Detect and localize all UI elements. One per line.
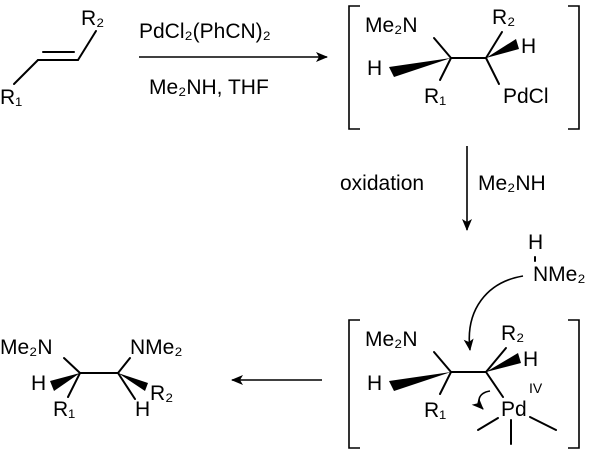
intermediate-1-wedge-bond xyxy=(486,39,519,58)
intermediate-1-metal: PdCl xyxy=(503,85,549,108)
product-amine-left: Me₂N xyxy=(0,336,53,359)
oxidation-label: oxidation xyxy=(340,172,424,195)
product-hash-bond-right xyxy=(118,373,148,391)
product-r2: R₂ xyxy=(150,382,173,405)
product-r1: R₁ xyxy=(53,398,75,421)
attack-curved-arrow xyxy=(463,275,524,351)
alkene-structure: R₂ R₁ xyxy=(0,7,104,109)
intermediate-1-amine: Me₂N xyxy=(365,14,418,37)
oxidation-arrow: oxidation Me₂NH xyxy=(340,146,546,231)
intermediate-2-structure: Me₂N R₂ H H R₁ Pd IV xyxy=(365,322,557,445)
product-h-right: H xyxy=(135,398,150,421)
oxidation-state-label: IV xyxy=(529,380,543,396)
product-structure: Me₂N NMe₂ H R₁ R₂ H xyxy=(0,336,183,421)
intermediate-2-h-right: H xyxy=(523,348,538,371)
intermediate-2-metal: Pd xyxy=(501,398,527,421)
intermediate-1-h-left: H xyxy=(367,57,382,80)
intermediate-2-hash-bond xyxy=(389,372,451,391)
intermediate-1-bracket xyxy=(348,5,580,130)
elimination-curved-arrow xyxy=(471,390,491,410)
product-hash-bond-left xyxy=(50,373,80,391)
alkene-r1-label: R₁ xyxy=(0,86,22,109)
intermediate-2-bracket xyxy=(348,319,580,449)
intermediate-2-h-left: H xyxy=(367,372,382,395)
nucleophile-h: H xyxy=(528,231,543,254)
intermediate-1-r1: R₁ xyxy=(424,85,446,108)
intermediate-1-h-right: H xyxy=(521,35,536,58)
intermediate-1-structure: Me₂N R₂ H H R₁ PdCl xyxy=(365,6,549,108)
product-amine-right: NMe₂ xyxy=(130,336,183,359)
intermediate-1-hash-bond xyxy=(389,58,451,77)
intermediate-2-r1: R₁ xyxy=(424,399,446,422)
reaction-arrow-1: PdCl₂(PhCN)₂ Me₂NH, THF xyxy=(139,20,328,99)
intermediate-1-r2: R₂ xyxy=(492,6,515,29)
amine-nucleophile: H NMe₂ xyxy=(528,231,586,286)
intermediate-2-amine: Me₂N xyxy=(365,328,418,351)
amine-reagent-label: Me₂NH xyxy=(478,172,546,195)
intermediate-2-wedge-bond xyxy=(486,353,521,372)
product-h-left: H xyxy=(31,372,46,395)
nucleophile-group: NMe₂ xyxy=(533,263,586,286)
reagent-label: PdCl₂(PhCN)₂ xyxy=(139,20,271,43)
intermediate-2-r2: R₂ xyxy=(501,322,524,345)
alkene-r2-label: R₂ xyxy=(81,7,104,30)
conditions-label: Me₂NH, THF xyxy=(149,76,269,99)
